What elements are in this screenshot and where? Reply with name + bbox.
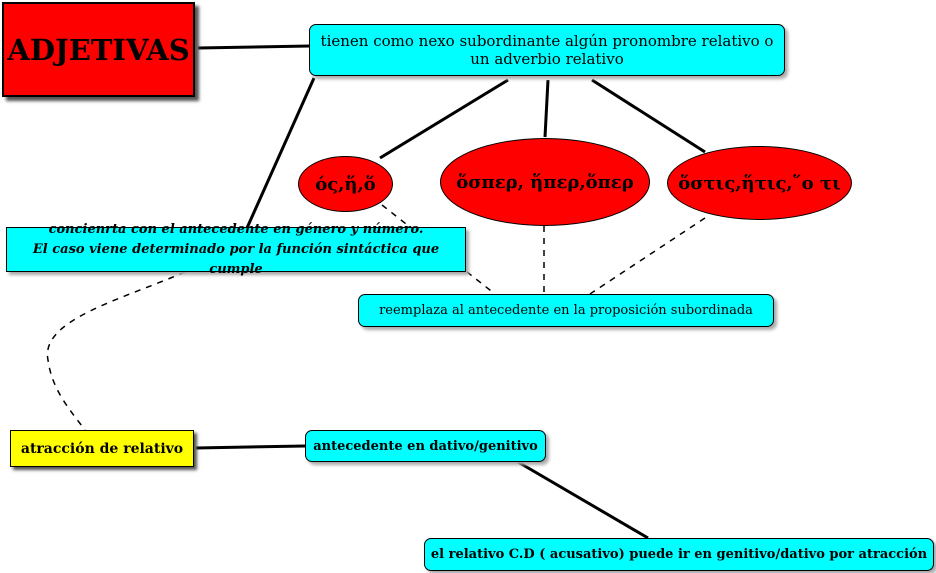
result-node: el relativo C.D ( acusativo) puede ir en…	[424, 538, 934, 571]
agreement-node: concienrta con el antecedente en género …	[6, 222, 466, 277]
agreement-line-1: concienrta con el antecedente en género …	[48, 221, 424, 237]
antecedent-node: antecedente en dativo/genitivo	[305, 430, 546, 462]
attraction-node: atracción de relativo	[10, 430, 194, 467]
replaces-node: reemplaza al antecedente en la proposici…	[358, 294, 774, 327]
title-adjetivas: ADJETIVAS	[2, 2, 195, 97]
relative-ellipse-hosper: ὅσπερ, ἥπερ,ὅπερ	[440, 138, 650, 226]
relative-ellipse-hos: ός,ἥ,ὅ	[298, 156, 393, 212]
main-node: tienen como nexo subordinante algún pron…	[309, 24, 785, 76]
agreement-line-2: El caso viene determinado por la función…	[32, 241, 440, 277]
relative-ellipse-hostis: ὅστις,ἥτις,῞ο τι	[667, 146, 852, 220]
